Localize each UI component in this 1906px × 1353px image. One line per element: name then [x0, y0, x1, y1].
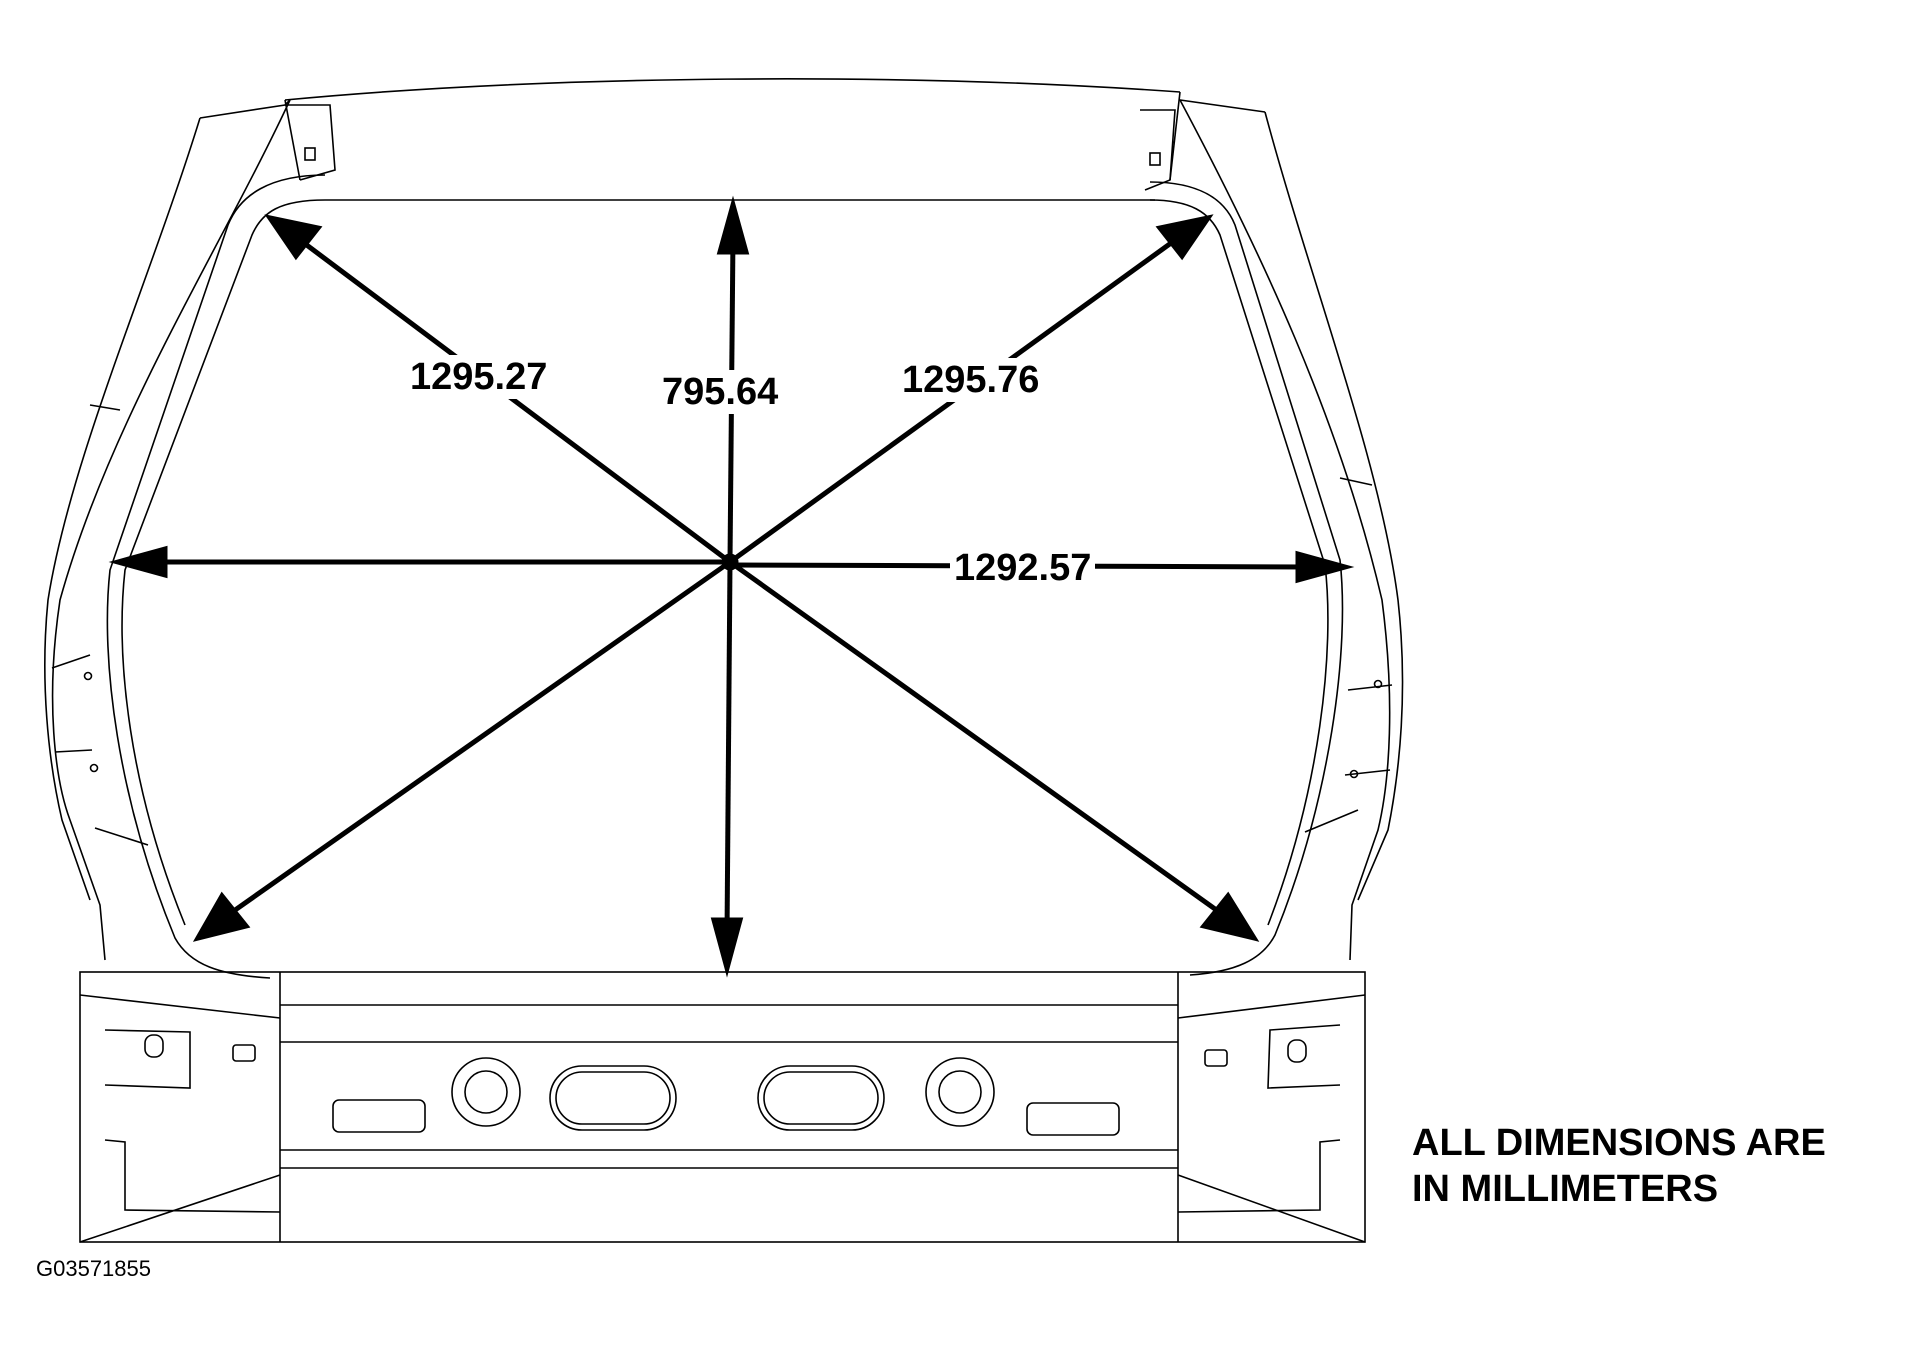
units-note-line2: IN MILLIMETERS [1412, 1168, 1719, 1210]
dimension-arrows [108, 195, 1355, 978]
units-note-line1: ALL DIMENSIONS ARE [1412, 1122, 1826, 1164]
arrow-diag-lower-right [728, 559, 1224, 917]
units-note: ALL DIMENSIONS ARE IN MILLIMETERS [1412, 1120, 1826, 1212]
dimension-diag-upper-right: 1295.76 [898, 358, 1044, 402]
dimension-diag-upper-left: 1295.27 [406, 355, 552, 399]
center-point [721, 553, 739, 571]
dimension-vertical: 795.64 [658, 370, 783, 414]
arrow-diag-lower-left [226, 559, 732, 918]
body-panel-outline [44, 78, 1404, 1243]
figure-id: G03571855 [36, 1256, 151, 1281]
dimension-horizontal: 1292.57 [950, 546, 1096, 590]
arrow-vertical-down [724, 561, 733, 936]
arrow-diag-upper-left [298, 237, 732, 565]
